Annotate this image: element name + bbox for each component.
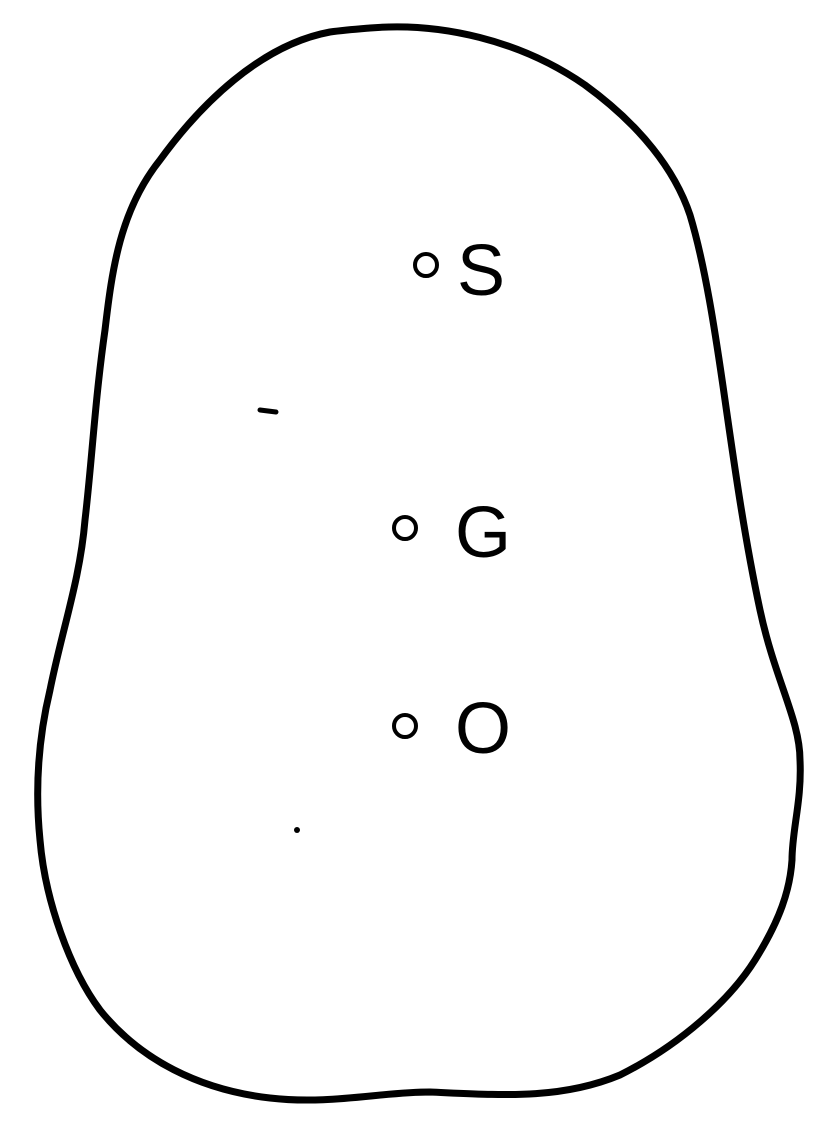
point-marker-o <box>394 715 416 737</box>
outline-shape <box>38 27 801 1100</box>
point-label-s: S <box>457 231 505 311</box>
point-marker-s <box>415 254 437 276</box>
point-label-g: G <box>455 493 511 573</box>
stray-mark <box>260 410 276 412</box>
point-marker-g <box>394 517 416 539</box>
point-label-o: O <box>455 689 511 769</box>
stray-dot <box>294 827 300 833</box>
